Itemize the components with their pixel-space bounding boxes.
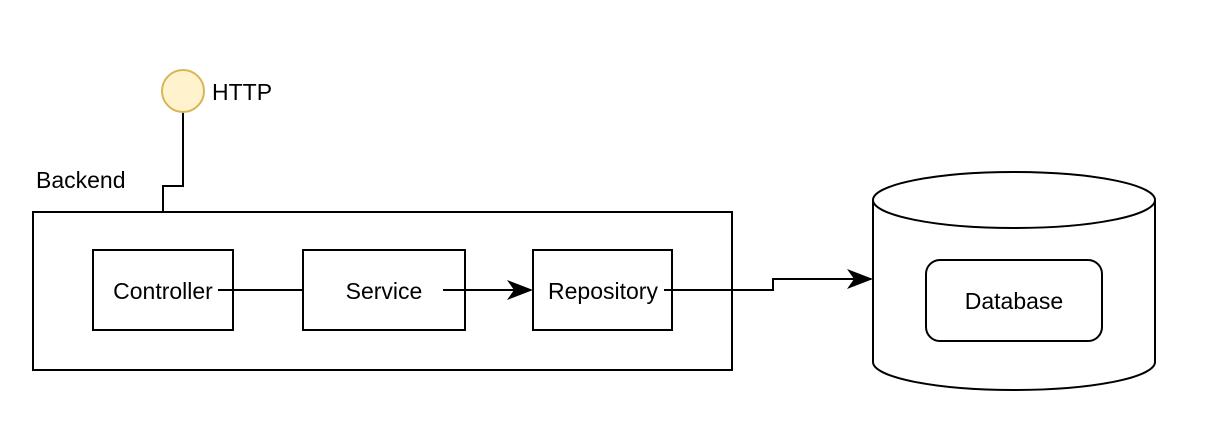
node-database-cylinder: Database xyxy=(872,171,1156,391)
node-controller xyxy=(92,249,234,331)
service-label: Service xyxy=(346,278,423,304)
database-label: Database xyxy=(965,288,1063,314)
database-inner-box xyxy=(925,259,1103,342)
edge-http-backend xyxy=(162,112,184,212)
backend-label: Backend xyxy=(36,167,126,193)
repository-label: Repository xyxy=(548,278,658,304)
node-service xyxy=(302,249,466,331)
database-cylinder-top xyxy=(872,171,1156,229)
edge-repository-database xyxy=(664,269,873,291)
http-label: HTTP xyxy=(212,79,272,105)
http-endpoint-circle xyxy=(161,69,205,113)
controller-label: Controller xyxy=(113,278,213,304)
